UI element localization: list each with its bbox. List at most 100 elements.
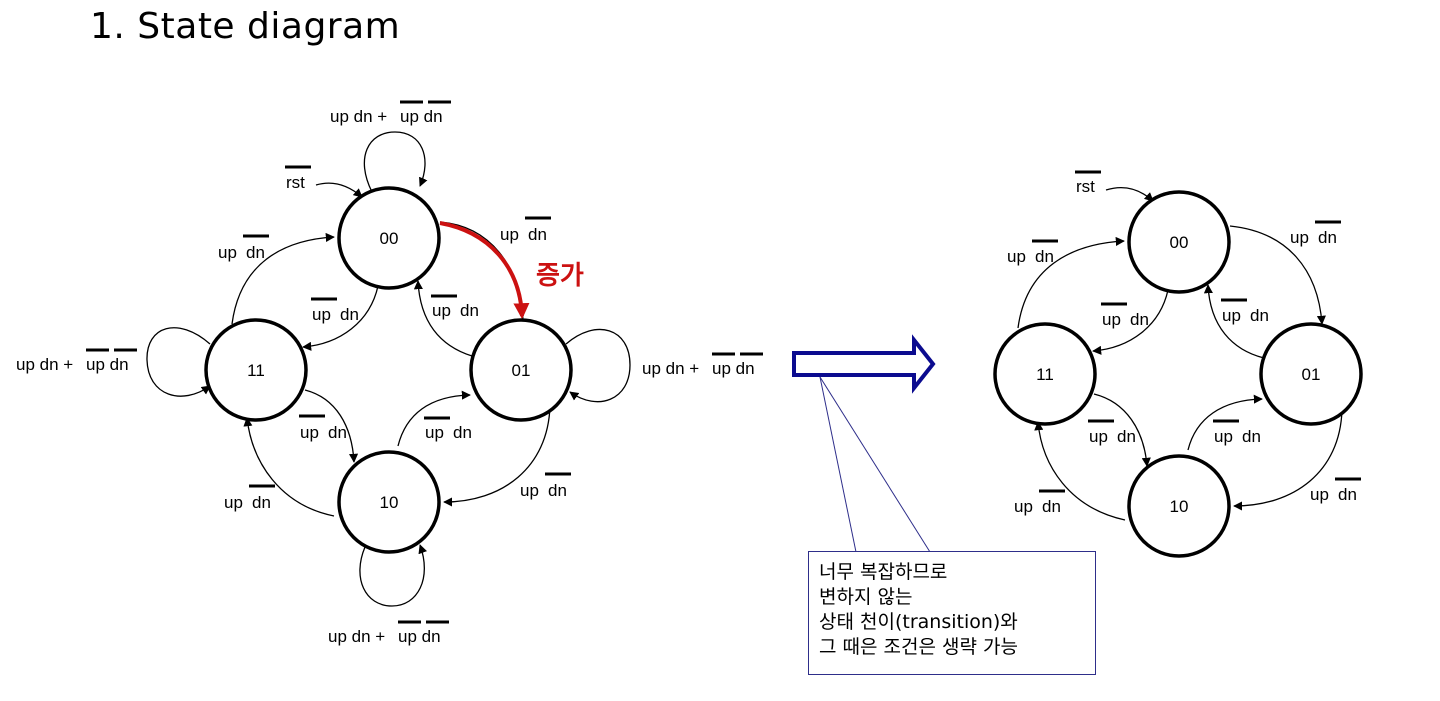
left-transition-10-to-01 bbox=[397, 390, 471, 447]
increase-annotation: 증가 bbox=[536, 261, 584, 291]
left-label-01-to-10: up dn bbox=[520, 472, 571, 500]
right-state-11-label: 11 bbox=[1036, 365, 1054, 384]
note-line: 너무 복잡하므로 bbox=[819, 561, 948, 583]
svg-text:up: up bbox=[312, 305, 331, 324]
right-state-10 bbox=[1127, 454, 1231, 558]
svg-text:up: up bbox=[1102, 310, 1121, 329]
svg-text:up: up bbox=[224, 493, 243, 512]
svg-text:dn: dn bbox=[460, 301, 479, 320]
right-transition-10-to-11 bbox=[1034, 421, 1126, 521]
right-state-11 bbox=[993, 322, 1097, 426]
left-state-10 bbox=[337, 450, 441, 554]
right-transition-00-to-11 bbox=[1092, 289, 1169, 355]
svg-text:dn: dn bbox=[1042, 497, 1061, 516]
note-line: 상태 천이(transition)와 bbox=[819, 611, 1018, 633]
left-reset-arrow bbox=[315, 182, 363, 198]
left-state-00 bbox=[337, 186, 441, 290]
right-label-11-to-00: up dn bbox=[1007, 239, 1058, 266]
svg-text:up dn: up dn bbox=[400, 107, 443, 126]
right-state-00-label: 00 bbox=[1170, 233, 1189, 252]
right-label-00-to-11: up dn bbox=[1101, 302, 1149, 329]
left-loop-label-10: up dn + up dn bbox=[328, 620, 449, 646]
svg-text:dn: dn bbox=[528, 225, 547, 244]
svg-text:dn: dn bbox=[1318, 228, 1337, 247]
left-transition-10-to-11 bbox=[243, 417, 335, 517]
svg-text:dn: dn bbox=[1117, 427, 1136, 446]
left-loop-label-11: up dn + up dn bbox=[16, 348, 137, 374]
left-state-11 bbox=[204, 318, 308, 422]
right-state-diagram: rst 00 01 10 11 up dn up dn up dn bbox=[993, 170, 1363, 558]
right-reset-arrow bbox=[1105, 187, 1154, 202]
right-state-01-label: 01 bbox=[1302, 365, 1321, 384]
svg-text:up: up bbox=[1310, 485, 1329, 504]
left-self-loop-10 bbox=[359, 544, 428, 607]
right-label-01-to-00: up dn bbox=[1221, 298, 1269, 325]
svg-text:up: up bbox=[1007, 247, 1026, 266]
left-loop-label-00: up dn + up dn bbox=[330, 100, 451, 126]
left-label-00-to-11: up dn bbox=[311, 297, 359, 324]
note-line: 변하지 않는 bbox=[819, 586, 913, 608]
right-state-10-label: 10 bbox=[1170, 497, 1189, 516]
svg-text:dn: dn bbox=[548, 481, 567, 500]
svg-text:dn: dn bbox=[328, 423, 347, 442]
callout-pointer bbox=[819, 376, 931, 553]
left-label-01-to-00: up dn bbox=[431, 294, 479, 320]
left-transition-11-to-10 bbox=[304, 389, 359, 463]
left-state-11-label: 11 bbox=[247, 361, 265, 380]
left-label-11-to-00: up dn bbox=[218, 234, 269, 262]
left-label-10-to-11: up dn bbox=[224, 484, 275, 512]
left-state-diagram: rst 증가 00 01 10 11 up dn + up dn bbox=[16, 100, 763, 646]
svg-text:up: up bbox=[500, 225, 519, 244]
svg-text:dn: dn bbox=[1130, 310, 1149, 329]
left-state-10-label: 10 bbox=[380, 493, 399, 512]
svg-text:up dn +: up dn + bbox=[642, 359, 699, 378]
right-label-00-to-01: up dn bbox=[1290, 220, 1341, 247]
left-label-10-to-01: up dn bbox=[424, 416, 472, 442]
svg-text:dn: dn bbox=[340, 305, 359, 324]
left-self-loop-11 bbox=[146, 327, 211, 397]
left-transition-01-to-10 bbox=[443, 405, 551, 507]
svg-text:up: up bbox=[218, 243, 237, 262]
increase-highlight-arrow bbox=[439, 221, 530, 320]
svg-text:up: up bbox=[1222, 306, 1241, 325]
right-state-00 bbox=[1127, 190, 1231, 294]
right-transition-01-to-10 bbox=[1233, 409, 1343, 511]
left-state-01-label: 01 bbox=[512, 361, 531, 380]
svg-text:up: up bbox=[425, 423, 444, 442]
svg-text:up: up bbox=[1290, 228, 1309, 247]
svg-text:up: up bbox=[1014, 497, 1033, 516]
svg-text:dn: dn bbox=[1250, 306, 1269, 325]
page-title: 1. State diagram bbox=[90, 6, 401, 47]
left-self-loop-01 bbox=[565, 328, 631, 403]
note-line: 그 때은 조건은 생략 가능 bbox=[819, 636, 1018, 658]
left-transition-00-to-11 bbox=[302, 285, 379, 351]
right-transition-00-to-01 bbox=[1229, 225, 1326, 325]
left-reset-label: rst bbox=[286, 173, 305, 192]
right-reset-label: rst bbox=[1076, 177, 1095, 196]
svg-text:up dn +: up dn + bbox=[330, 107, 387, 126]
svg-text:up dn: up dn bbox=[86, 355, 129, 374]
left-state-01 bbox=[469, 318, 573, 422]
right-label-01-to-10: up dn bbox=[1310, 477, 1361, 504]
right-transition-10-to-01 bbox=[1187, 394, 1263, 451]
svg-text:up: up bbox=[520, 481, 539, 500]
right-transition-01-to-00 bbox=[1203, 284, 1265, 359]
svg-text:dn: dn bbox=[453, 423, 472, 442]
svg-text:up: up bbox=[1089, 427, 1108, 446]
left-transition-11-to-00 bbox=[231, 232, 335, 325]
svg-text:dn: dn bbox=[252, 493, 271, 512]
svg-text:up: up bbox=[300, 423, 319, 442]
svg-text:up: up bbox=[432, 301, 451, 320]
simplify-arrow bbox=[792, 334, 936, 394]
svg-text:dn: dn bbox=[1242, 427, 1261, 446]
left-state-00-label: 00 bbox=[380, 229, 399, 248]
svg-text:up: up bbox=[1214, 427, 1233, 446]
left-loop-label-01: up dn + up dn bbox=[642, 352, 763, 378]
svg-text:up dn: up dn bbox=[398, 627, 441, 646]
svg-text:up dn: up dn bbox=[712, 359, 755, 378]
left-label-11-to-10: up dn bbox=[299, 414, 347, 442]
svg-text:dn: dn bbox=[246, 243, 265, 262]
right-transition-11-to-00 bbox=[1017, 236, 1125, 329]
left-transition-01-to-00 bbox=[413, 280, 473, 357]
